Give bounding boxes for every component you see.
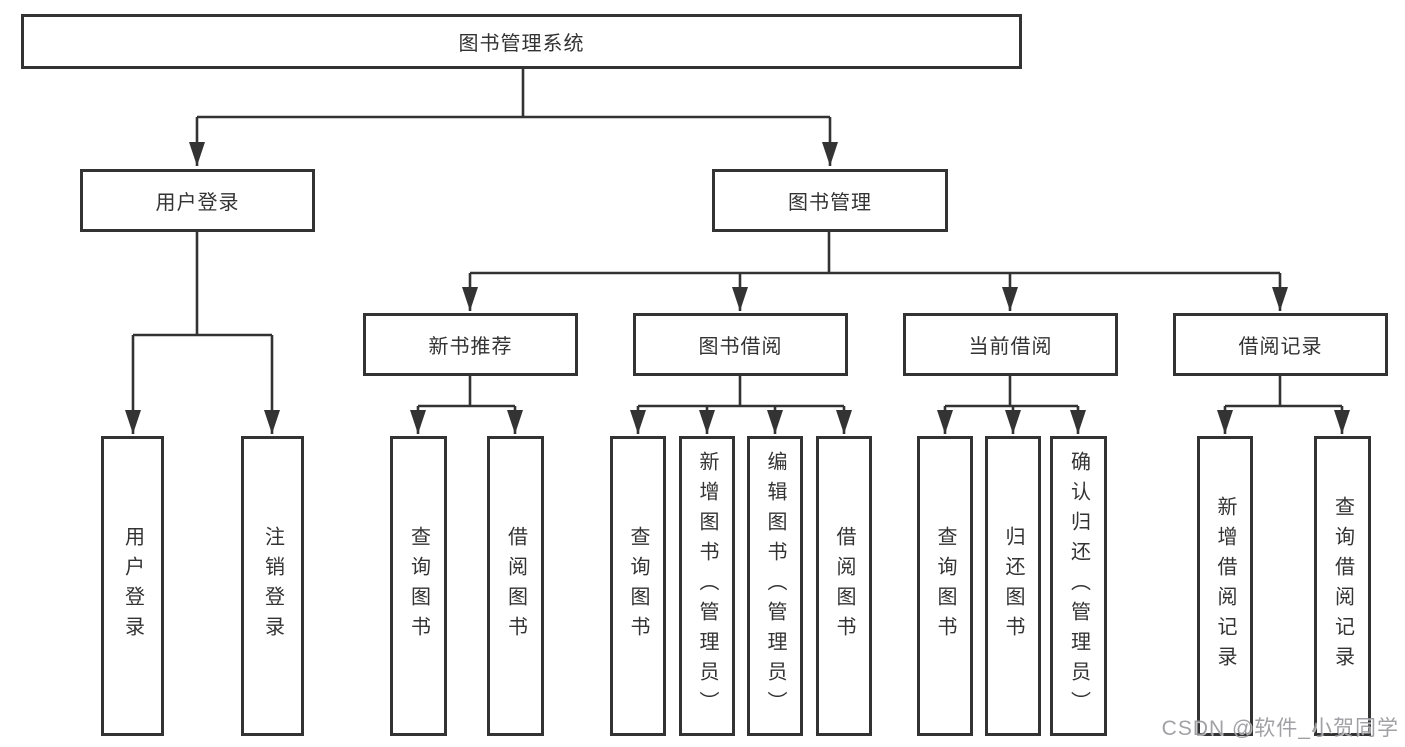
leaf-add-borrow-record: 新增借阅记录 xyxy=(1197,436,1253,736)
leaf-borrow-books-newrec: 借阅图书 xyxy=(487,436,544,736)
leaf-logout: 注销登录 xyxy=(241,436,304,736)
leaf-return-book: 归还图书 xyxy=(985,436,1041,736)
leaf-label: 查询借阅记录 xyxy=(1331,496,1354,676)
leaf-query-borrow-record: 查询借阅记录 xyxy=(1314,436,1371,736)
node-library-management-system: 图书管理系统 xyxy=(21,14,1022,69)
leaf-label: 新增图书（管理员） xyxy=(696,451,718,721)
leaf-label: 查询图书 xyxy=(627,526,649,646)
node-borrowing-records: 借阅记录 xyxy=(1173,313,1388,376)
node-user-login: 用户登录 xyxy=(80,169,315,232)
leaf-label: 查询图书 xyxy=(934,526,956,646)
node-book-management: 图书管理 xyxy=(712,169,948,232)
node-new-book-recommendation: 新书推荐 xyxy=(363,313,578,376)
leaf-label: 编辑图书（管理员） xyxy=(764,451,786,721)
leaf-edit-book-admin: 编辑图书（管理员） xyxy=(747,436,803,736)
leaf-label: 确认归还（管理员） xyxy=(1067,451,1090,721)
leaf-label: 借阅图书 xyxy=(504,526,527,646)
leaf-confirm-return-admin: 确认归还（管理员） xyxy=(1050,436,1107,736)
leaf-query-books-current: 查询图书 xyxy=(917,436,973,736)
leaf-user-login: 用户登录 xyxy=(101,436,164,736)
node-current-borrowing: 当前借阅 xyxy=(903,313,1118,376)
csdn-watermark: CSDN @软件_小贺同学 xyxy=(1161,717,1399,740)
node-book-borrowing: 图书借阅 xyxy=(633,313,848,376)
leaf-borrow-books-borrow: 借阅图书 xyxy=(816,436,872,736)
leaf-label: 归还图书 xyxy=(1002,526,1024,646)
leaf-query-books-borrow: 查询图书 xyxy=(610,436,666,736)
leaf-label: 注销登录 xyxy=(261,526,284,646)
leaf-label: 查询图书 xyxy=(407,526,430,646)
leaf-label: 用户登录 xyxy=(121,526,144,646)
leaf-label: 新增借阅记录 xyxy=(1214,496,1236,676)
leaf-label: 借阅图书 xyxy=(833,526,855,646)
leaf-add-book-admin: 新增图书（管理员） xyxy=(679,436,735,736)
leaf-query-books-newrec: 查询图书 xyxy=(390,436,447,736)
